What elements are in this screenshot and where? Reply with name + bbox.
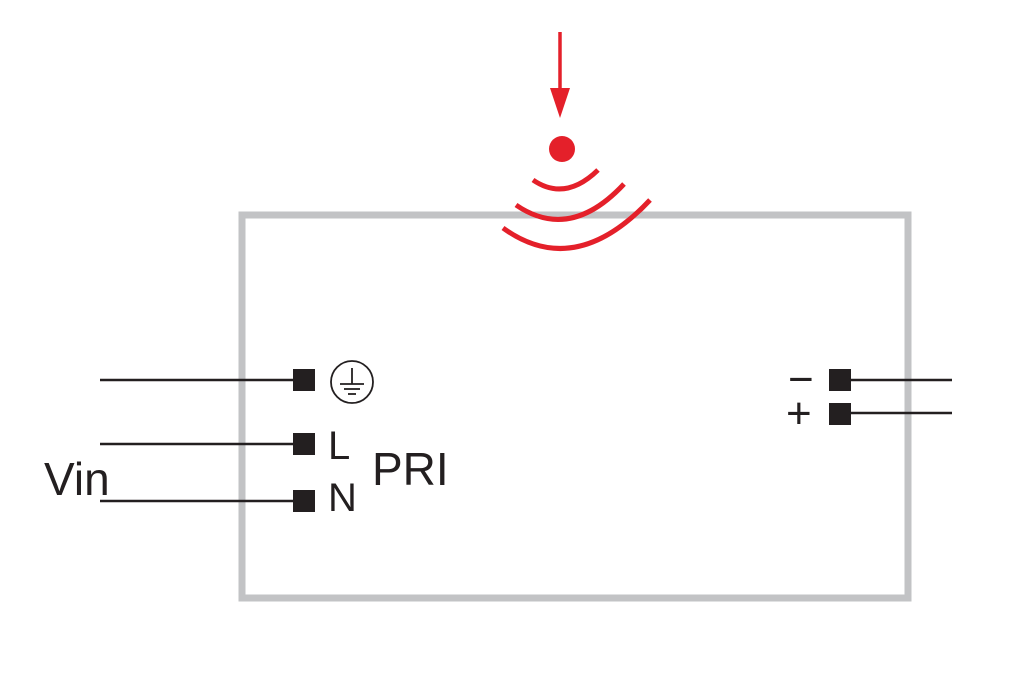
minus-terminal: [829, 369, 851, 391]
earth-terminal: [293, 369, 315, 391]
primary-label: PRI: [372, 443, 449, 495]
plus-label: +: [786, 389, 812, 438]
neutral-terminal: [293, 490, 315, 512]
arrow-down-icon: [550, 32, 570, 118]
plus-terminal: [829, 403, 851, 425]
vin-label: Vin: [44, 453, 110, 505]
line-terminal: [293, 433, 315, 455]
neutral-label: N: [328, 476, 357, 520]
minus-label: −: [788, 355, 814, 404]
protective-earth-icon: [330, 360, 374, 404]
wireless-signal-icon: [501, 136, 652, 251]
line-label: L: [328, 424, 350, 468]
